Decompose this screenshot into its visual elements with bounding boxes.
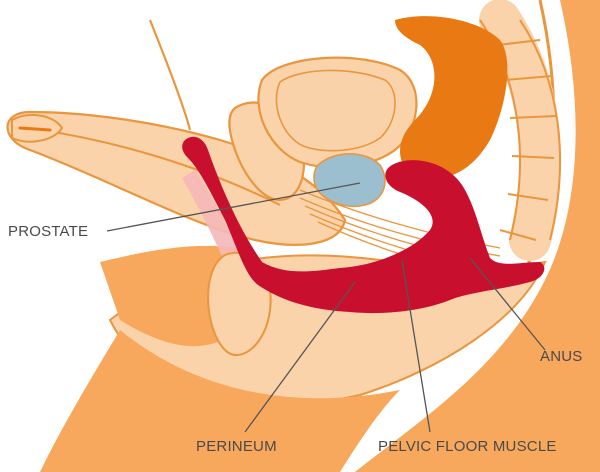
- pelvic-floor-muscle: [182, 136, 545, 314]
- bladder-inner: [275, 69, 396, 152]
- penis: [6, 110, 347, 246]
- perineum-leader: [244, 281, 356, 433]
- urethra-line: [39, 129, 281, 206]
- back-skin: [355, 0, 600, 472]
- rectum: [395, 16, 508, 179]
- lower-body-skin: [40, 330, 400, 472]
- urethral-opening: [18, 126, 52, 132]
- prostate-label: PROSTATE: [8, 223, 88, 240]
- abdomen-outline: [148, 19, 192, 131]
- anus-leader: [469, 257, 546, 351]
- prostate: [313, 153, 386, 207]
- perineum-label: PERINEUM: [196, 438, 277, 455]
- anus-label: ANUS: [540, 348, 582, 365]
- pelvic-floor-leader: [401, 259, 431, 433]
- pelvic-floor-muscle-label: PELVIC FLOOR MUSCLE: [378, 438, 557, 455]
- prostate-leader: [106, 182, 361, 232]
